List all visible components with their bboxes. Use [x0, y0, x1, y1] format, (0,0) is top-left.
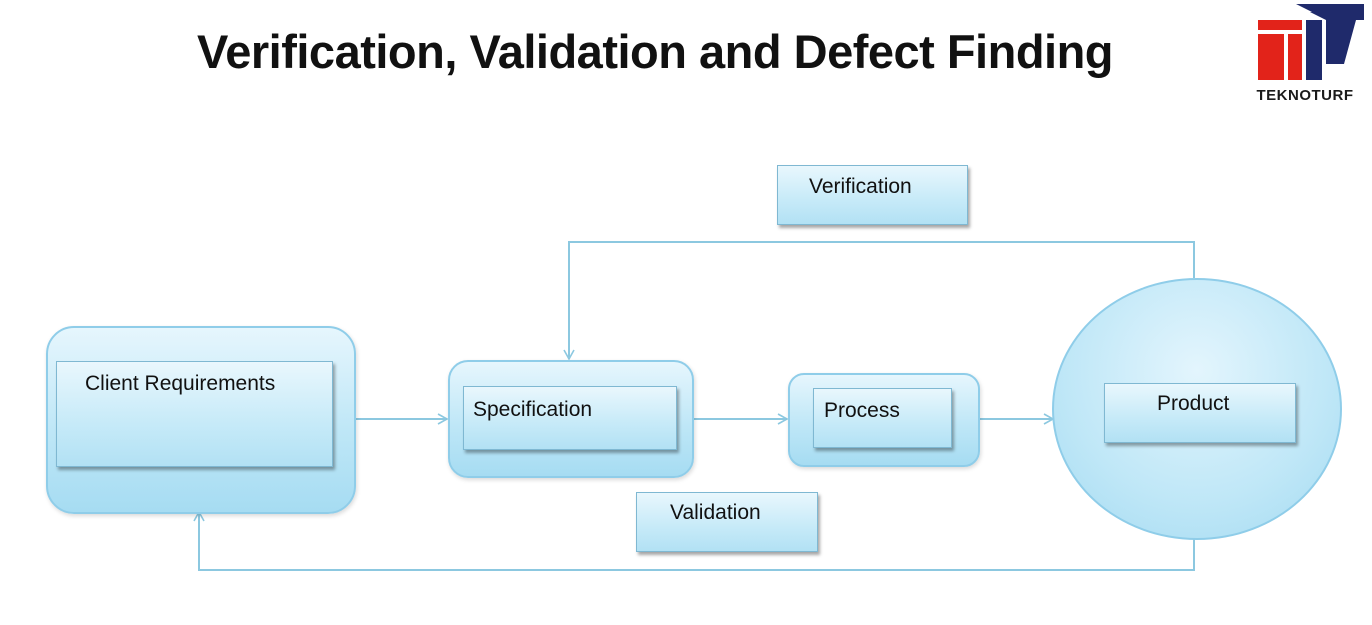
product-label: Product — [1157, 392, 1230, 415]
validation-label: Validation — [670, 501, 761, 524]
process-label: Process — [824, 399, 900, 422]
teknoturf-logo-icon — [1258, 4, 1364, 80]
slide-title: Verification, Validation and Defect Find… — [196, 25, 1114, 78]
verification-label: Verification — [809, 175, 912, 198]
client-requirements-label: Client Requirements — [85, 372, 276, 395]
specification-label: Specification — [473, 398, 593, 421]
client-requirements-box: Client Requirements — [56, 361, 333, 467]
validation-label-box: Validation — [636, 492, 818, 552]
validation-loop-line — [193, 510, 1195, 571]
logo-text: TEKNOTURF — [1256, 87, 1354, 104]
specification-box: Specification — [463, 386, 677, 450]
verification-label-box: Verification — [777, 165, 968, 225]
product-box: Product — [1104, 383, 1296, 443]
process-box: Process — [813, 388, 952, 448]
verification-loop-line — [563, 241, 1195, 361]
